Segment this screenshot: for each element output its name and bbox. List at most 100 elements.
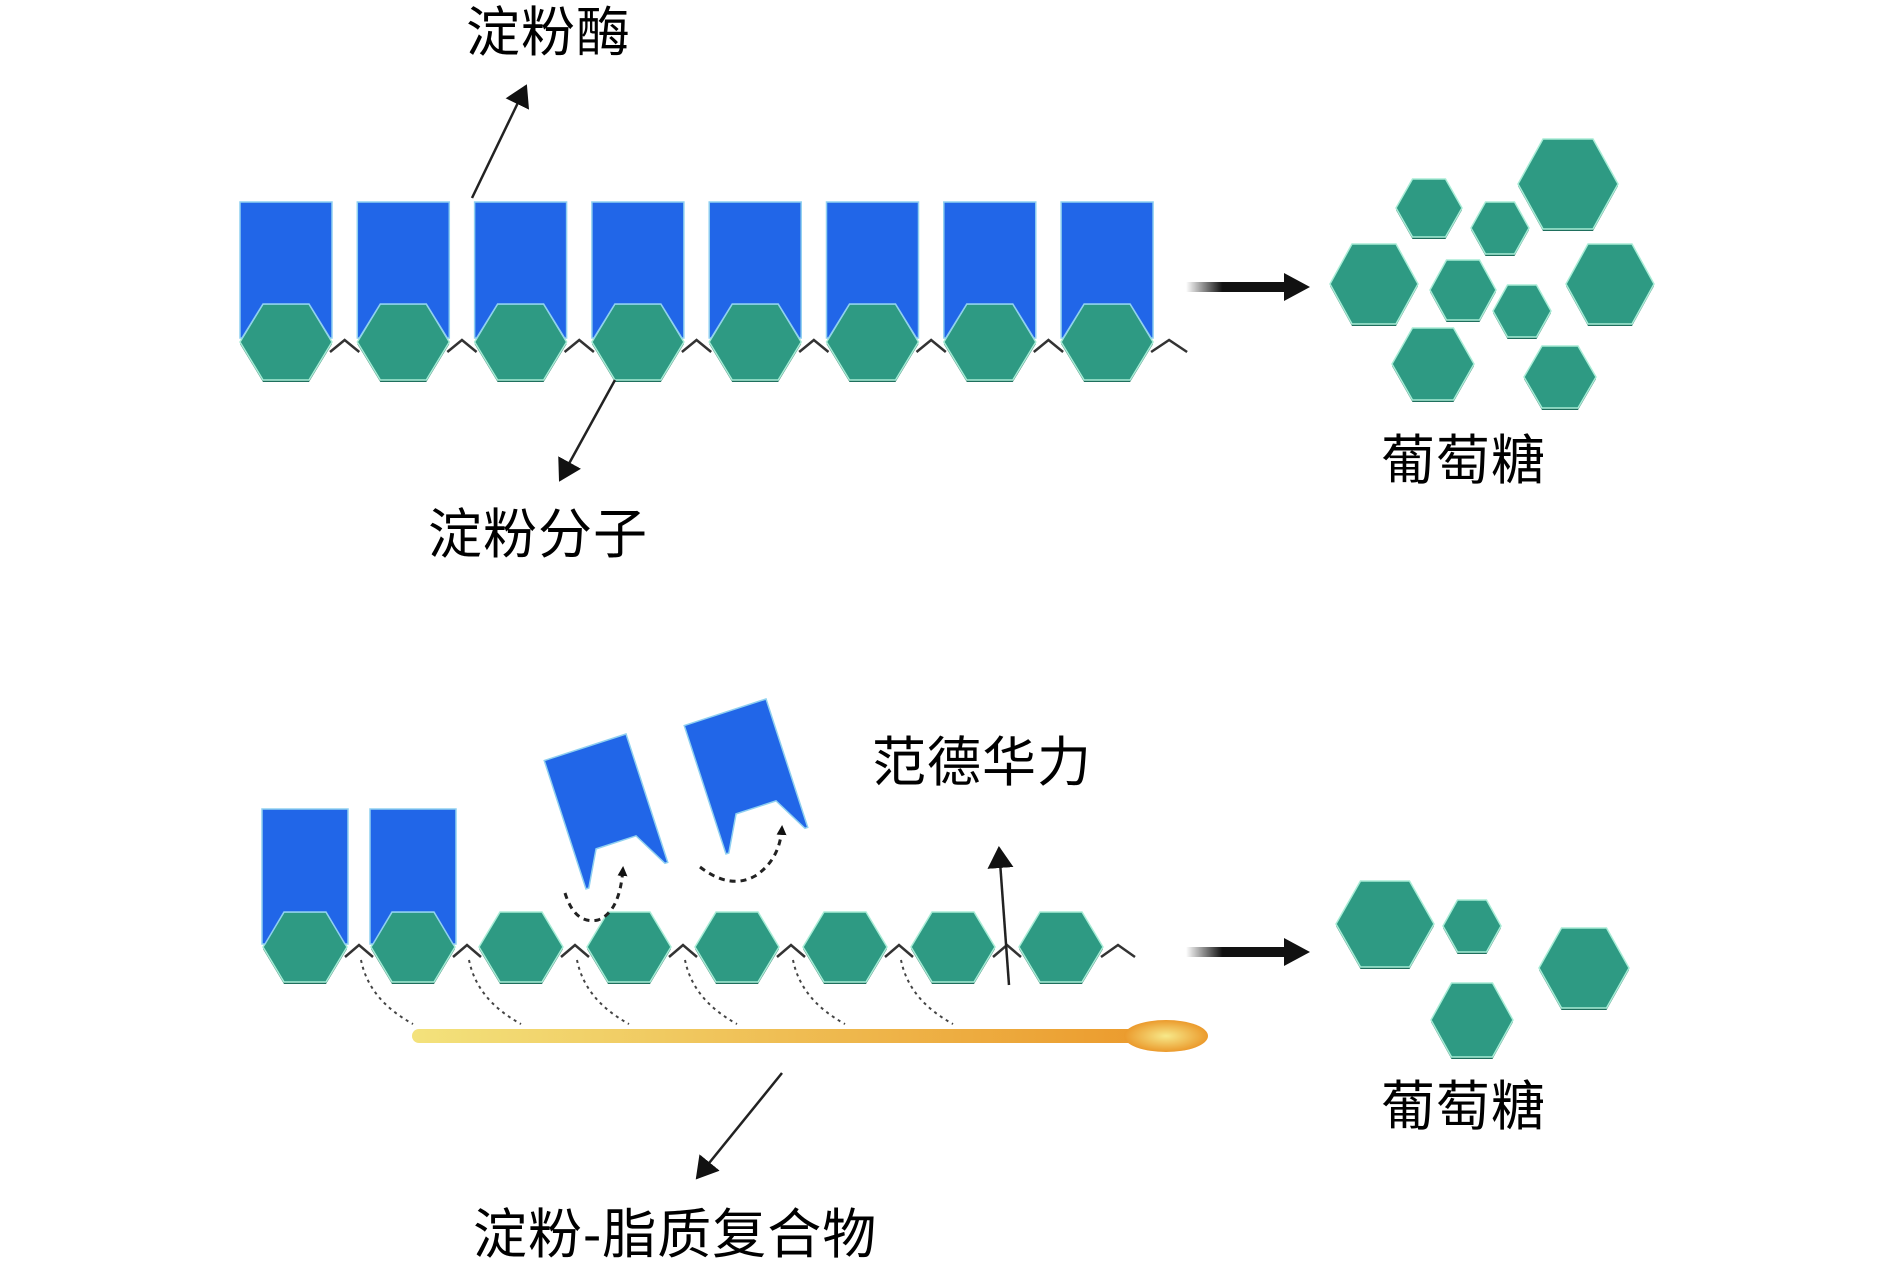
- free-glucose-hexagon: [1492, 284, 1552, 339]
- glycosidic-bond: [344, 943, 374, 958]
- bound-amylase-block: [591, 201, 685, 339]
- reaction-arrow-bottom: [1186, 938, 1310, 966]
- bound-amylase-block: [356, 201, 451, 339]
- amylase-label: 淀粉酶: [466, 1, 631, 64]
- glycosidic-bond-end: [1150, 338, 1188, 354]
- glycosidic-bond: [563, 338, 595, 353]
- glycosidic-bond: [776, 943, 806, 958]
- detached-amylase-block: [543, 733, 669, 890]
- chain-glucose-hexagon: [473, 303, 568, 382]
- glycosidic-bond: [915, 338, 947, 353]
- glycosidic-bond: [452, 943, 482, 958]
- hexagon-body: [1395, 178, 1463, 238]
- free-glucose-hexagon: [1395, 178, 1463, 239]
- free-glucose-hexagon: [1565, 243, 1655, 326]
- lipid-chain: [412, 1029, 1152, 1043]
- hexagon-body: [1391, 327, 1475, 401]
- chain-glucose-hexagon: [694, 911, 780, 984]
- hexagon-body: [910, 911, 996, 983]
- glycosidic-bond: [681, 338, 712, 353]
- panel-normal-digestion: [239, 84, 1655, 482]
- lipid-polar-head: [1124, 1020, 1208, 1052]
- chain-glucose-hexagon: [1060, 303, 1154, 382]
- hexagon-body: [1335, 880, 1435, 968]
- free-glucose-hexagon: [1430, 982, 1514, 1059]
- van-der-waals-interaction: [360, 959, 414, 1025]
- bound-amylase-block: [1060, 201, 1154, 339]
- bound-amylase-block: [943, 201, 1037, 339]
- hexagon-body: [1430, 982, 1514, 1058]
- arrow-head: [1284, 273, 1310, 301]
- glycosidic-bond: [668, 943, 698, 958]
- bound-amylase-block: [261, 808, 349, 945]
- reaction-arrow-top: [1186, 273, 1310, 301]
- bound-amylase-block: [239, 201, 333, 339]
- glycosidic-bond: [798, 338, 830, 353]
- van-der-waals-label: 范德华力: [872, 731, 1092, 794]
- van-der-waals-pointer-arrow: [987, 846, 1014, 986]
- chain-glucose-hexagon: [586, 911, 672, 984]
- van-der-waals-interaction: [684, 959, 738, 1025]
- free-glucose-hexagon: [1329, 243, 1419, 326]
- bound-amylase-block: [369, 808, 457, 945]
- bound-amylase-block: [825, 201, 920, 339]
- arrow-head: [1284, 938, 1310, 966]
- hexagon-body: [694, 911, 780, 983]
- free-glucose-hexagon: [1391, 327, 1475, 402]
- chain-glucose-hexagon: [825, 303, 920, 382]
- hexagon-body: [802, 911, 888, 983]
- chain-glucose-hexagon: [356, 303, 451, 382]
- chain-glucose-hexagon: [910, 911, 996, 984]
- chain-glucose-hexagon: [942, 303, 1037, 382]
- starch-lipid-complex-pointer-arrow: [695, 1072, 783, 1180]
- chain-glucose-hexagon: [708, 303, 803, 382]
- hexagon-body: [1517, 138, 1619, 230]
- free-glucose-hexagon: [1523, 345, 1597, 410]
- amylase-pointer-arrow: [470, 84, 530, 199]
- chain-glucose-hexagon: [478, 911, 564, 984]
- hexagon-body: [1565, 243, 1655, 325]
- chain-glucose-hexagon: [370, 911, 456, 984]
- free-glucose-hexagon: [1470, 201, 1530, 256]
- panel-starch-lipid-complex: [261, 698, 1630, 1180]
- glucose-label-bottom: 葡萄糖: [1381, 1075, 1546, 1138]
- hexagon-body: [1429, 259, 1497, 321]
- free-glucose-hexagon: [1538, 927, 1630, 1010]
- van-der-waals-interaction: [900, 959, 954, 1025]
- bound-amylase-block: [708, 201, 802, 339]
- enzyme-release-arrow: [563, 866, 628, 923]
- van-der-waals-interaction: [792, 959, 846, 1025]
- hexagon-body: [1470, 201, 1530, 255]
- hexagon-body: [1442, 899, 1502, 953]
- chain-glucose-hexagon: [591, 303, 685, 382]
- hexagon-body: [1018, 911, 1104, 983]
- chain-glucose-hexagon: [239, 303, 333, 382]
- hexagon-body: [1329, 243, 1419, 325]
- glycosidic-bond: [1100, 943, 1136, 959]
- van-der-waals-interaction: [468, 959, 522, 1025]
- hexagon-body: [478, 911, 564, 983]
- glucose-label-top: 葡萄糖: [1381, 429, 1546, 492]
- glycosidic-bond: [884, 943, 914, 958]
- hexagon-body: [586, 911, 672, 983]
- hexagon-body: [1538, 927, 1630, 1009]
- enzyme-release-arrow: [699, 825, 787, 883]
- glycosidic-bond: [1033, 338, 1064, 353]
- hexagon-body: [1523, 345, 1597, 409]
- chain-glucose-hexagon: [802, 911, 888, 984]
- detached-amylase-block: [683, 698, 809, 855]
- free-glucose-hexagon: [1429, 259, 1497, 322]
- chain-glucose-hexagon: [1018, 911, 1104, 984]
- bound-amylase-block: [473, 201, 568, 339]
- starch-lipid-complex-label: 淀粉-脂质复合物: [473, 1203, 878, 1266]
- glycosidic-bond: [329, 338, 361, 353]
- free-glucose-hexagon: [1335, 880, 1435, 969]
- glycosidic-bond: [560, 943, 590, 958]
- glycosidic-bond: [446, 338, 478, 353]
- free-glucose-hexagon: [1442, 899, 1502, 954]
- van-der-waals-interaction: [576, 959, 630, 1025]
- arrow-shaft: [1186, 282, 1290, 292]
- hexagon-body: [1492, 284, 1552, 338]
- starch-molecule-pointer-arrow: [558, 379, 617, 482]
